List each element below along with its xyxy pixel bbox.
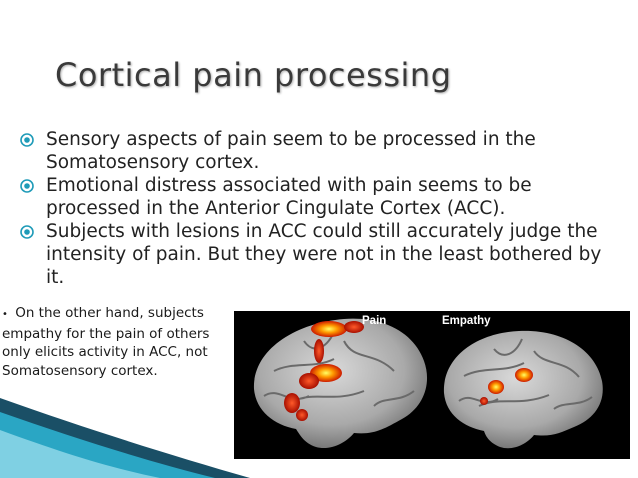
brain-activation-figure: Pain Empathy xyxy=(234,311,630,459)
slide-title: Cortical pain processing xyxy=(55,56,452,94)
swoosh-light xyxy=(0,430,160,478)
bullet-text: Sensory aspects of pain seem to be proce… xyxy=(46,129,536,173)
side-note-text: On the other hand, subjects empathy for … xyxy=(2,305,210,379)
bullet-text: Subjects with lesions in ACC could still… xyxy=(46,221,602,288)
side-note: • On the other hand, subjects empathy fo… xyxy=(2,304,230,380)
side-note-bullet: • xyxy=(2,309,8,320)
target-bullet-icon xyxy=(20,128,46,151)
pain-brain xyxy=(253,318,428,449)
bullet-list: Sensory aspects of pain seem to be proce… xyxy=(20,128,620,289)
figure-label-empathy: Empathy xyxy=(442,315,491,327)
bullet-item: Sensory aspects of pain seem to be proce… xyxy=(20,128,620,174)
bullet-item: Subjects with lesions in ACC could still… xyxy=(20,220,620,289)
empathy-brain xyxy=(443,330,603,449)
bullet-item: Emotional distress associated with pain … xyxy=(20,174,620,220)
target-bullet-icon xyxy=(20,220,46,243)
bullet-text: Emotional distress associated with pain … xyxy=(46,175,532,219)
brain-image: Pain Empathy xyxy=(253,315,603,449)
target-bullet-icon xyxy=(20,174,46,197)
figure-label-pain: Pain xyxy=(362,315,386,327)
